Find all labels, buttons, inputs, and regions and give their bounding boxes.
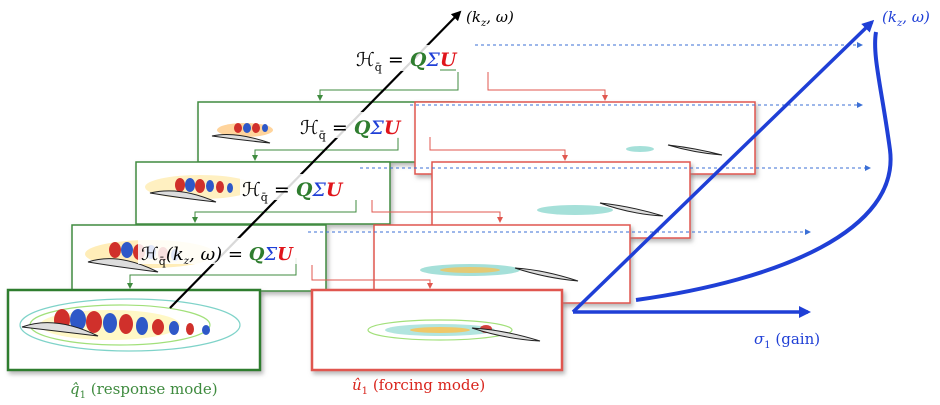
eq-front-args-tail: , ω) = — [189, 244, 249, 265]
frame-stack-back — [71, 101, 756, 304]
eq-third-sub: q̄ — [261, 191, 268, 204]
eq-second-U: U — [384, 117, 402, 139]
eq-third-Q: Q — [296, 179, 313, 201]
eq-top-equals: = — [382, 49, 410, 71]
equation-front: ℋq̄(kz, ω) = QΣU — [138, 238, 306, 268]
connectors-red — [311, 72, 608, 289]
eq-front-lhs: ℋ — [141, 244, 159, 265]
eq-second-equals: = — [326, 117, 354, 139]
spectrum-axes — [571, 19, 893, 318]
eq-front-args-sub: z — [183, 256, 190, 267]
eq-top-Sigma: Σ — [425, 49, 440, 71]
response-mode-field — [19, 298, 241, 352]
forcing-mode-caption: û1 (forcing mode) — [352, 376, 485, 397]
connectors-green — [127, 72, 459, 289]
equation-third: ℋq̄ = QΣU — [240, 174, 352, 204]
eq-third-U: U — [326, 179, 344, 201]
eq-third-Sigma: Σ — [311, 179, 326, 201]
eq-front-U: U — [277, 244, 294, 265]
eq-second-Sigma: Σ — [369, 117, 384, 139]
stack-axis-label: (kz, ω) — [466, 8, 514, 29]
eq-top-lhs: ℋ — [356, 49, 375, 71]
eq-front-Q: Q — [249, 244, 265, 265]
eq-second-Q: Q — [354, 117, 371, 139]
svg-text:ℋq̄ = QΣU: ℋq̄ = QΣU — [356, 49, 458, 74]
svg-text:ℋq̄ = QΣU: ℋq̄ = QΣU — [300, 117, 402, 142]
equation-second: ℋq̄ = QΣU — [298, 112, 410, 142]
eq-front-Sigma: Σ — [263, 244, 277, 265]
forcing-mode-field — [367, 319, 541, 342]
eq-front-args: (k — [166, 244, 184, 265]
eq-top-Q: Q — [410, 49, 427, 71]
eq-front-sub: q̄ — [159, 255, 166, 268]
svg-text:ℋq̄ = QΣU: ℋq̄ = QΣU — [242, 179, 344, 204]
eq-third-equals: = — [268, 179, 296, 201]
eq-top-U: U — [440, 49, 458, 71]
eq-top-sub: q̄ — [375, 61, 382, 74]
response-mode-caption: q̂1 (response mode) — [70, 380, 218, 401]
vertical-axis-label: (kz, ω) — [882, 8, 930, 29]
gain-axis-label: σ1 (gain) — [754, 330, 820, 351]
eq-third-lhs: ℋ — [242, 179, 261, 201]
equation-top: ℋq̄ = QΣU — [352, 45, 464, 74]
dashed-arrows — [308, 42, 871, 235]
gain-curve — [635, 31, 893, 302]
wavenumber-axis — [571, 19, 875, 314]
svg-text:ℋq̄(kz, ω) = QΣU: ℋq̄(kz, ω) = QΣU — [141, 244, 294, 268]
eq-second-sub: q̄ — [319, 129, 326, 142]
eq-second-lhs: ℋ — [300, 117, 319, 139]
